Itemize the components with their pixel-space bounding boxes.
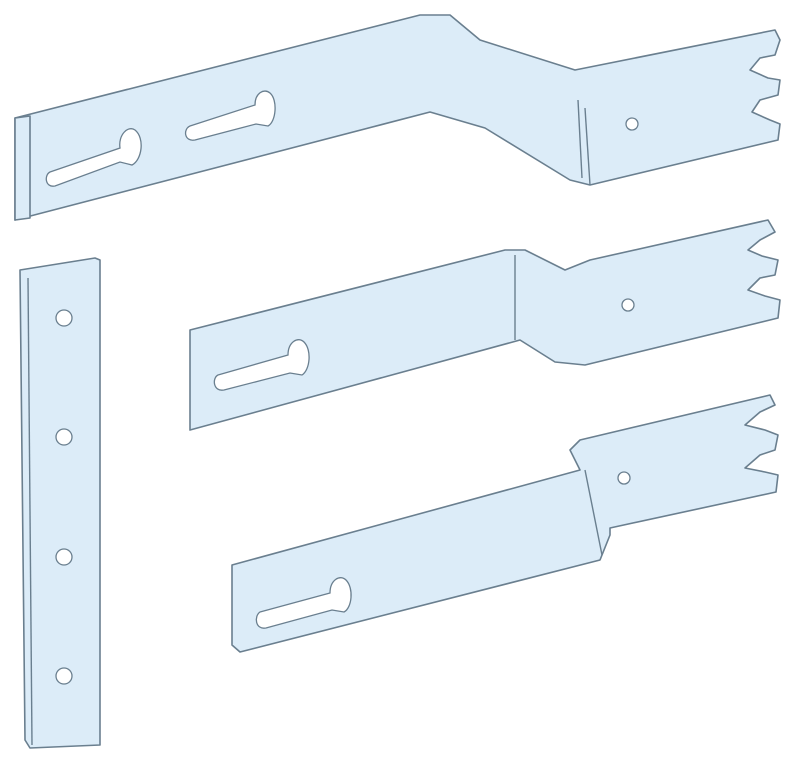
lower-step-bracket <box>231 394 779 653</box>
bar-hole-2 <box>55 428 73 446</box>
keyhole-slot-1 <box>45 128 142 187</box>
keyhole-slot-3 <box>213 339 310 391</box>
mounting-hole-2 <box>621 298 635 312</box>
long-offset-bracket <box>14 14 781 221</box>
bar-hole-4 <box>55 667 73 685</box>
vertical-drilled-bar <box>19 257 101 749</box>
middle-offset-bracket <box>189 219 781 431</box>
long-bracket-fold-2 <box>577 99 583 179</box>
keyhole-slot-4 <box>255 577 352 629</box>
bar-hole-3 <box>55 548 73 566</box>
vertical-bar-edge <box>27 277 33 746</box>
lower-bracket-face <box>231 394 779 653</box>
lower-bracket-fold <box>584 469 603 556</box>
keyhole-slot-2 <box>184 90 276 141</box>
long-bracket-top-face <box>14 14 781 221</box>
long-bracket-left-edge <box>14 115 31 221</box>
vertical-bar-face <box>19 257 101 749</box>
middle-bracket-face <box>189 219 781 431</box>
long-bracket-fold-1 <box>584 107 591 186</box>
bar-hole-1 <box>55 309 73 327</box>
mounting-hole-1 <box>625 117 639 131</box>
mounting-hole-3 <box>617 471 631 485</box>
